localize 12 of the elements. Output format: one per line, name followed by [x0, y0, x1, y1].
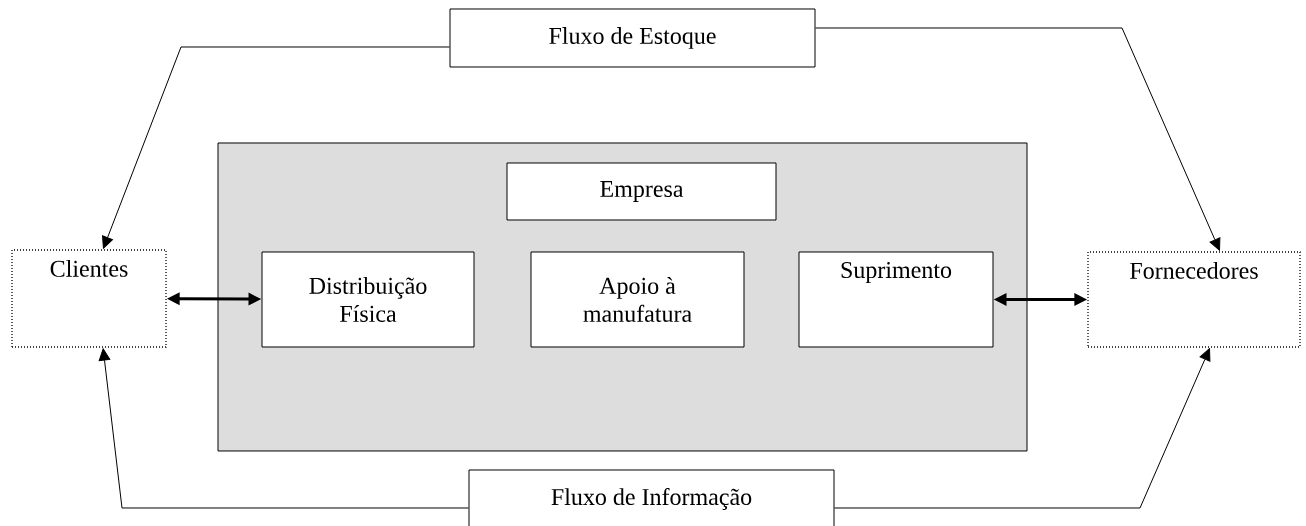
arrow — [102, 46, 450, 249]
label-box: Fornecedores — [1087, 251, 1301, 348]
label-box: Fluxo de Estoque — [449, 8, 816, 68]
label-box: Fluxo de Informação — [468, 469, 835, 526]
arrow — [815, 27, 1221, 251]
process-box: Suprimento — [798, 251, 994, 348]
process-box: Empresa — [506, 162, 777, 221]
arrow — [98, 348, 469, 509]
arrow — [834, 348, 1211, 509]
label-box: Clientes — [11, 249, 167, 348]
process-box: Distribuição Física — [261, 251, 475, 348]
process-box: Apoio à manufatura — [530, 251, 745, 348]
